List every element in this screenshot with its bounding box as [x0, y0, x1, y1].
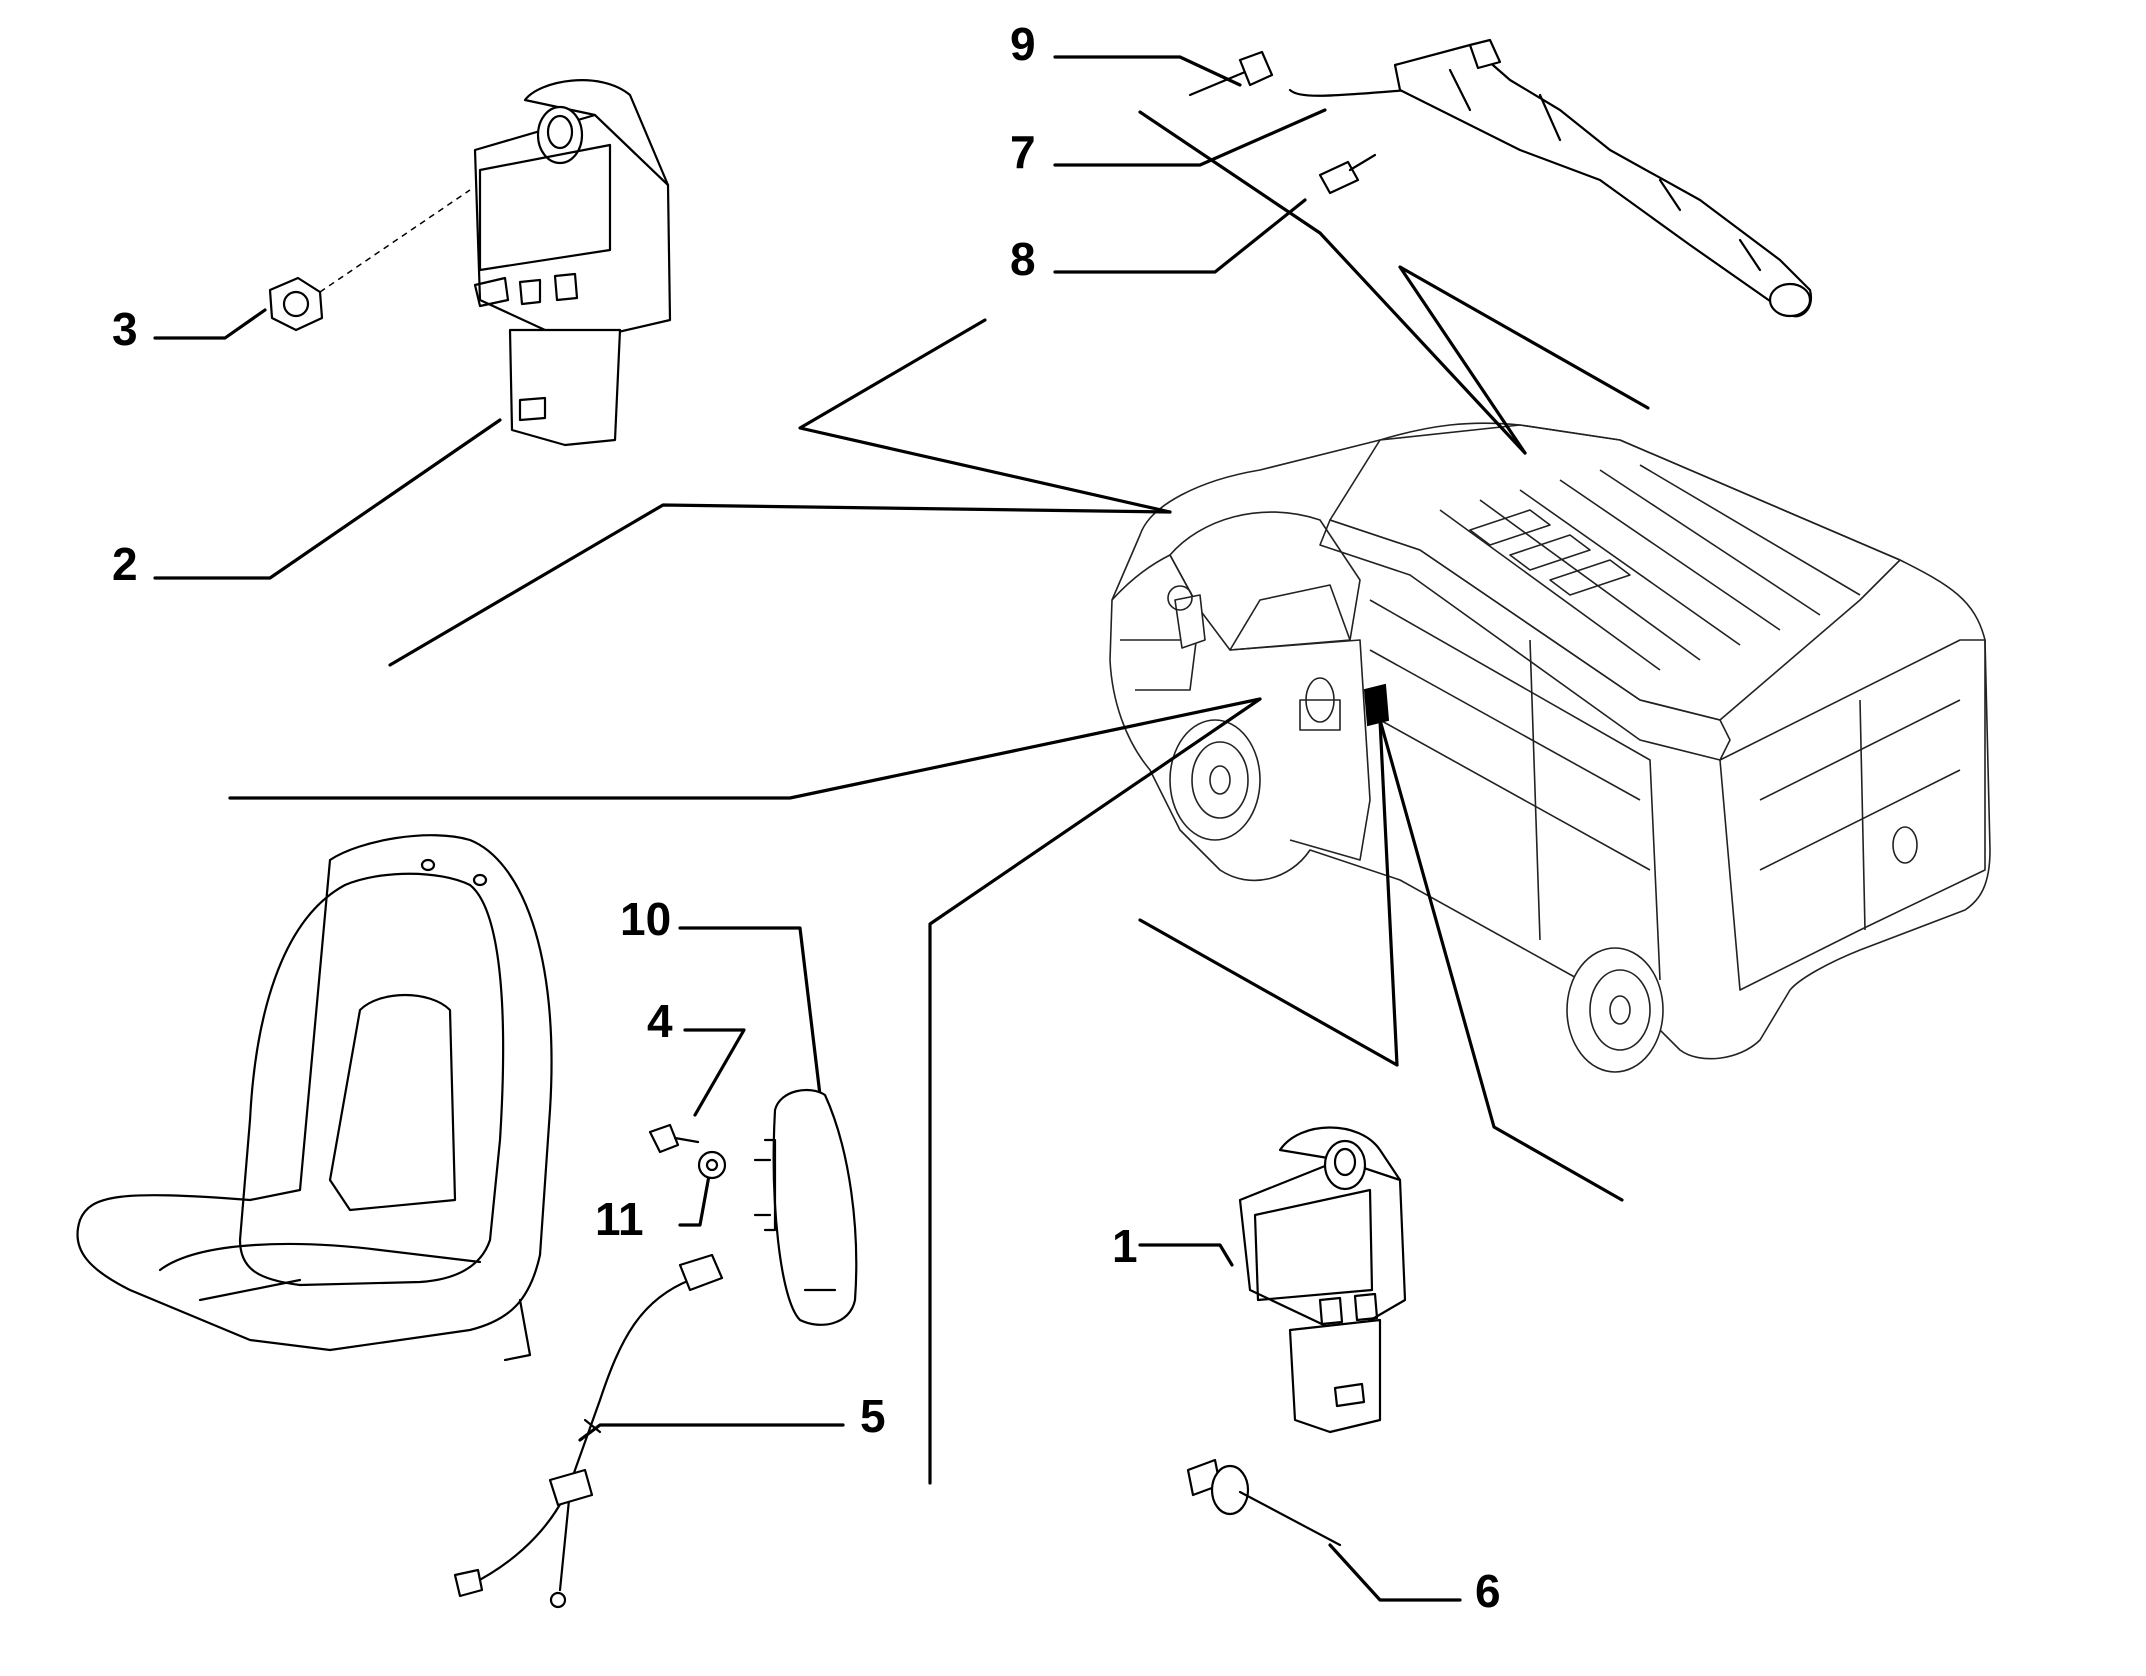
callout-3: 3 [112, 303, 138, 355]
callout-10: 10 [620, 893, 671, 945]
callout-labels: 1 2 3 4 5 6 7 8 9 10 11 [112, 18, 1501, 1617]
callout-8: 8 [1010, 233, 1036, 285]
callout-5: 5 [860, 1390, 886, 1442]
seat-airbag-module [753, 1088, 858, 1326]
crash-sensor-side [1238, 1126, 1407, 1434]
callout-7: 7 [1010, 126, 1036, 178]
wiring-harness [453, 1253, 724, 1609]
callout-9: 9 [1010, 18, 1036, 70]
callout-6: 6 [1475, 1565, 1501, 1617]
callout-11: 11 [595, 1193, 644, 1245]
leader-lines [153, 55, 1650, 1602]
washer [697, 1150, 727, 1180]
screw [1318, 153, 1377, 195]
bolt [648, 1123, 700, 1154]
van-body [1109, 422, 1991, 1073]
curtain-airbag [1288, 38, 1813, 318]
crash-sensor-front [473, 79, 672, 447]
nut [268, 189, 471, 332]
seat [76, 834, 553, 1362]
clip [1188, 50, 1274, 97]
push-rivet [1186, 1458, 1342, 1547]
callout-2: 2 [112, 538, 138, 590]
callout-1: 1 [1112, 1220, 1138, 1272]
callout-4: 4 [647, 995, 673, 1047]
